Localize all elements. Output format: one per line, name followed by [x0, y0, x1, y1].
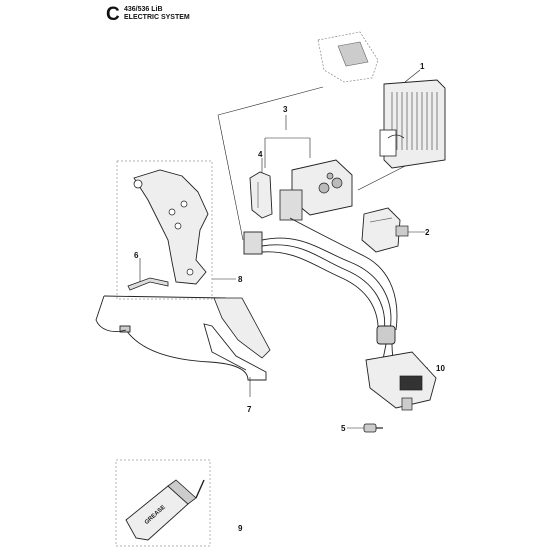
- callout-6: 6: [134, 251, 139, 260]
- model-label: 436/536 LiB: [124, 6, 163, 13]
- trigger-switch-part: [365, 351, 437, 411]
- section-letter: C: [106, 4, 120, 25]
- battery-connector-part: [279, 159, 353, 221]
- cover-outline-part: [317, 31, 379, 83]
- callout-8: 8: [238, 275, 243, 284]
- clip-part: [127, 277, 169, 291]
- wire-harness-part: [243, 217, 398, 381]
- callout-5: 5: [341, 424, 346, 433]
- callout-4: 4: [258, 150, 263, 159]
- callout-9: 9: [238, 524, 243, 533]
- callout-2: 2: [425, 228, 430, 237]
- grease-group-frame: [115, 459, 211, 547]
- callout-10: 10: [436, 364, 445, 373]
- callout-7: 7: [247, 405, 252, 414]
- bracket-part: [133, 169, 209, 285]
- grease-tube-part: [125, 479, 205, 541]
- control-module-part: [379, 79, 446, 169]
- switch-part: [361, 207, 409, 253]
- sensor-cable-part: [95, 295, 271, 381]
- callout-3: 3: [283, 105, 288, 114]
- terminal-part: [249, 171, 273, 219]
- section-title: ELECTRIC SYSTEM: [124, 14, 190, 21]
- screw-part: [363, 423, 383, 433]
- bracket-group-frame: [116, 160, 213, 300]
- callout-1: 1: [420, 62, 425, 71]
